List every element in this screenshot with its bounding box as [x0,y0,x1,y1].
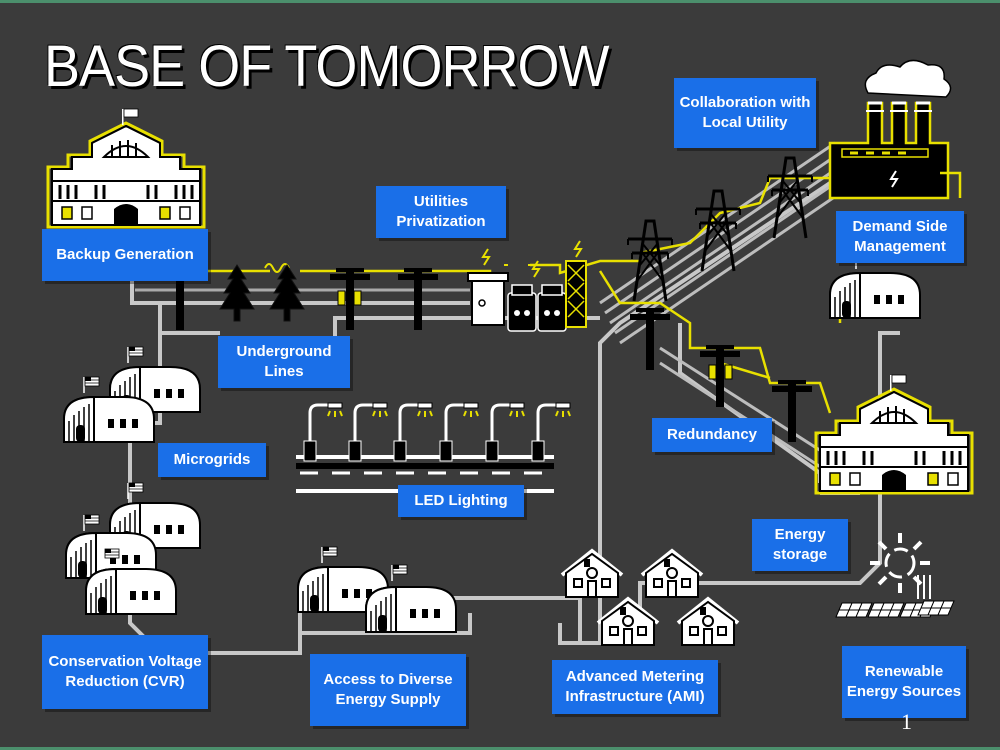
solar-panel-icon [835,575,955,618]
label-ami: Advanced Metering Infrastructure (AMI) [552,660,718,714]
label-microgrids: Microgrids [158,443,266,477]
label-underground-lines: Underground Lines [218,336,350,388]
house-icon [560,549,740,647]
page-title: BASE OF TOMORROW [44,34,609,99]
sun-icon [870,533,930,593]
power-plant-icon [828,59,962,200]
label-renewable-energy: Renewable Energy Sources [842,646,966,718]
page-number: 1 [901,709,912,734]
label-backup-generation: Backup Generation [42,229,208,281]
transformer-icon [467,240,587,332]
label-collaboration: Collaboration with Local Utility [674,78,816,148]
label-energy-storage: Energy storage [752,519,848,571]
label-led-lighting: LED Lighting [398,485,524,517]
label-redundancy: Redundancy [652,418,772,452]
label-utilities-privatization: Utilities Privatization [376,186,506,238]
pine-tree-icon [219,264,305,322]
utility-pole-icon [160,268,812,442]
label-cvr: Conservation Voltage Reduction (CVR) [42,635,208,709]
street-light-icon [302,401,572,463]
label-access-diverse-energy: Access to Diverse Energy Supply [310,654,466,726]
label-demand-side-management: Demand Side Management [836,211,964,263]
